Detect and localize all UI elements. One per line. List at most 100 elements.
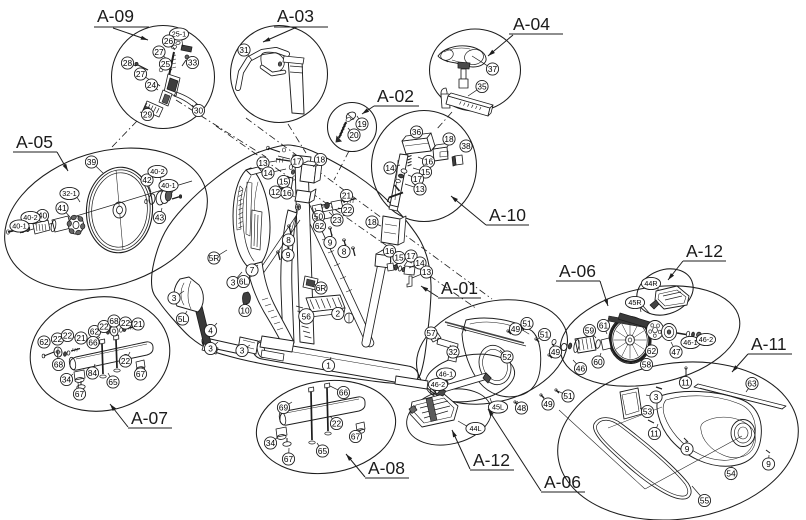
svg-text:A-11: A-11 xyxy=(751,334,787,354)
svg-text:34: 34 xyxy=(266,438,276,448)
svg-text:3: 3 xyxy=(231,278,236,288)
svg-text:A-08: A-08 xyxy=(368,458,405,478)
svg-text:51: 51 xyxy=(540,330,550,340)
svg-text:3: 3 xyxy=(240,346,245,356)
svg-text:62: 62 xyxy=(647,346,657,356)
svg-text:20: 20 xyxy=(349,130,359,140)
svg-text:65: 65 xyxy=(318,446,328,456)
svg-text:47: 47 xyxy=(671,347,681,357)
svg-text:9: 9 xyxy=(328,238,333,248)
svg-text:46-2: 46-2 xyxy=(431,380,445,389)
svg-text:30: 30 xyxy=(194,106,204,116)
svg-text:56: 56 xyxy=(302,311,312,321)
svg-text:14: 14 xyxy=(415,258,425,268)
svg-text:3: 3 xyxy=(654,392,659,402)
svg-text:67: 67 xyxy=(136,369,146,379)
svg-text:A-07: A-07 xyxy=(131,408,168,428)
svg-text:A-01: A-01 xyxy=(441,278,478,298)
svg-text:44R: 44R xyxy=(644,279,657,288)
svg-text:32: 32 xyxy=(448,347,458,357)
svg-text:16: 16 xyxy=(385,246,395,256)
svg-text:62: 62 xyxy=(39,337,49,347)
svg-text:57: 57 xyxy=(426,328,436,338)
svg-text:A-05: A-05 xyxy=(16,132,53,152)
svg-text:46-2: 46-2 xyxy=(699,335,713,344)
svg-text:59: 59 xyxy=(585,326,595,336)
svg-text:5L: 5L xyxy=(178,314,188,324)
svg-text:67: 67 xyxy=(351,432,361,442)
svg-text:14: 14 xyxy=(385,163,395,173)
svg-text:16: 16 xyxy=(282,188,292,198)
svg-text:16: 16 xyxy=(424,157,434,167)
svg-text:84: 84 xyxy=(88,368,98,378)
svg-text:17: 17 xyxy=(413,174,423,184)
svg-text:62: 62 xyxy=(315,221,325,231)
svg-text:18: 18 xyxy=(444,134,454,144)
svg-text:67: 67 xyxy=(284,454,294,464)
svg-text:22: 22 xyxy=(53,334,63,344)
svg-text:1: 1 xyxy=(326,361,331,371)
svg-text:45L: 45L xyxy=(492,403,504,412)
svg-text:41: 41 xyxy=(57,203,67,213)
svg-text:13: 13 xyxy=(415,184,425,194)
svg-text:46-1: 46-1 xyxy=(683,338,697,347)
svg-text:63: 63 xyxy=(747,379,757,389)
svg-text:11: 11 xyxy=(650,429,659,439)
svg-text:48: 48 xyxy=(517,403,527,413)
svg-text:23: 23 xyxy=(332,215,342,225)
svg-text:A-03: A-03 xyxy=(277,6,314,26)
svg-text:9: 9 xyxy=(286,250,291,260)
svg-text:A-06: A-06 xyxy=(544,472,581,492)
svg-text:A-12: A-12 xyxy=(686,241,723,261)
svg-text:26: 26 xyxy=(164,36,174,46)
svg-text:13: 13 xyxy=(422,267,432,277)
svg-text:22: 22 xyxy=(63,331,73,341)
svg-text:21: 21 xyxy=(133,319,143,329)
svg-text:65: 65 xyxy=(108,377,118,387)
svg-text:25: 25 xyxy=(161,59,171,69)
svg-text:27: 27 xyxy=(154,47,164,57)
svg-text:29: 29 xyxy=(143,110,153,120)
svg-text:35: 35 xyxy=(477,82,487,92)
svg-text:54: 54 xyxy=(726,469,736,479)
svg-text:2: 2 xyxy=(335,309,340,319)
svg-text:44L: 44L xyxy=(470,424,482,433)
svg-text:21: 21 xyxy=(342,191,352,201)
svg-text:38: 38 xyxy=(461,141,471,151)
svg-text:61: 61 xyxy=(599,321,609,331)
svg-text:A-02: A-02 xyxy=(377,86,414,106)
svg-text:68: 68 xyxy=(109,316,119,326)
svg-text:53: 53 xyxy=(643,407,653,417)
svg-text:66: 66 xyxy=(339,388,349,398)
svg-text:37: 37 xyxy=(488,64,498,74)
svg-text:49: 49 xyxy=(551,347,561,357)
svg-text:22: 22 xyxy=(121,318,131,328)
svg-text:18: 18 xyxy=(367,217,377,227)
svg-text:66: 66 xyxy=(88,338,98,348)
svg-text:36: 36 xyxy=(412,127,422,137)
svg-text:9: 9 xyxy=(766,459,771,469)
svg-text:14: 14 xyxy=(263,168,273,178)
svg-text:7: 7 xyxy=(250,265,255,275)
svg-text:5R: 5R xyxy=(209,253,220,263)
svg-text:19: 19 xyxy=(357,119,367,129)
svg-text:51: 51 xyxy=(563,391,573,401)
svg-text:10: 10 xyxy=(240,306,250,316)
svg-text:39: 39 xyxy=(87,157,97,167)
svg-text:58: 58 xyxy=(642,360,652,370)
svg-text:24: 24 xyxy=(147,80,157,90)
svg-text:15: 15 xyxy=(394,253,404,263)
svg-text:21: 21 xyxy=(76,333,86,343)
svg-text:22: 22 xyxy=(121,356,131,366)
svg-text:40-2: 40-2 xyxy=(23,213,37,222)
svg-text:3: 3 xyxy=(208,344,213,354)
svg-text:9: 9 xyxy=(685,444,690,454)
svg-text:A-06: A-06 xyxy=(559,261,596,281)
svg-text:60: 60 xyxy=(593,357,603,367)
svg-text:52: 52 xyxy=(502,352,512,362)
svg-text:43: 43 xyxy=(155,213,165,223)
svg-text:22: 22 xyxy=(332,419,342,429)
svg-text:22: 22 xyxy=(343,205,353,215)
svg-text:68: 68 xyxy=(54,360,64,370)
svg-text:A-10: A-10 xyxy=(489,205,526,225)
